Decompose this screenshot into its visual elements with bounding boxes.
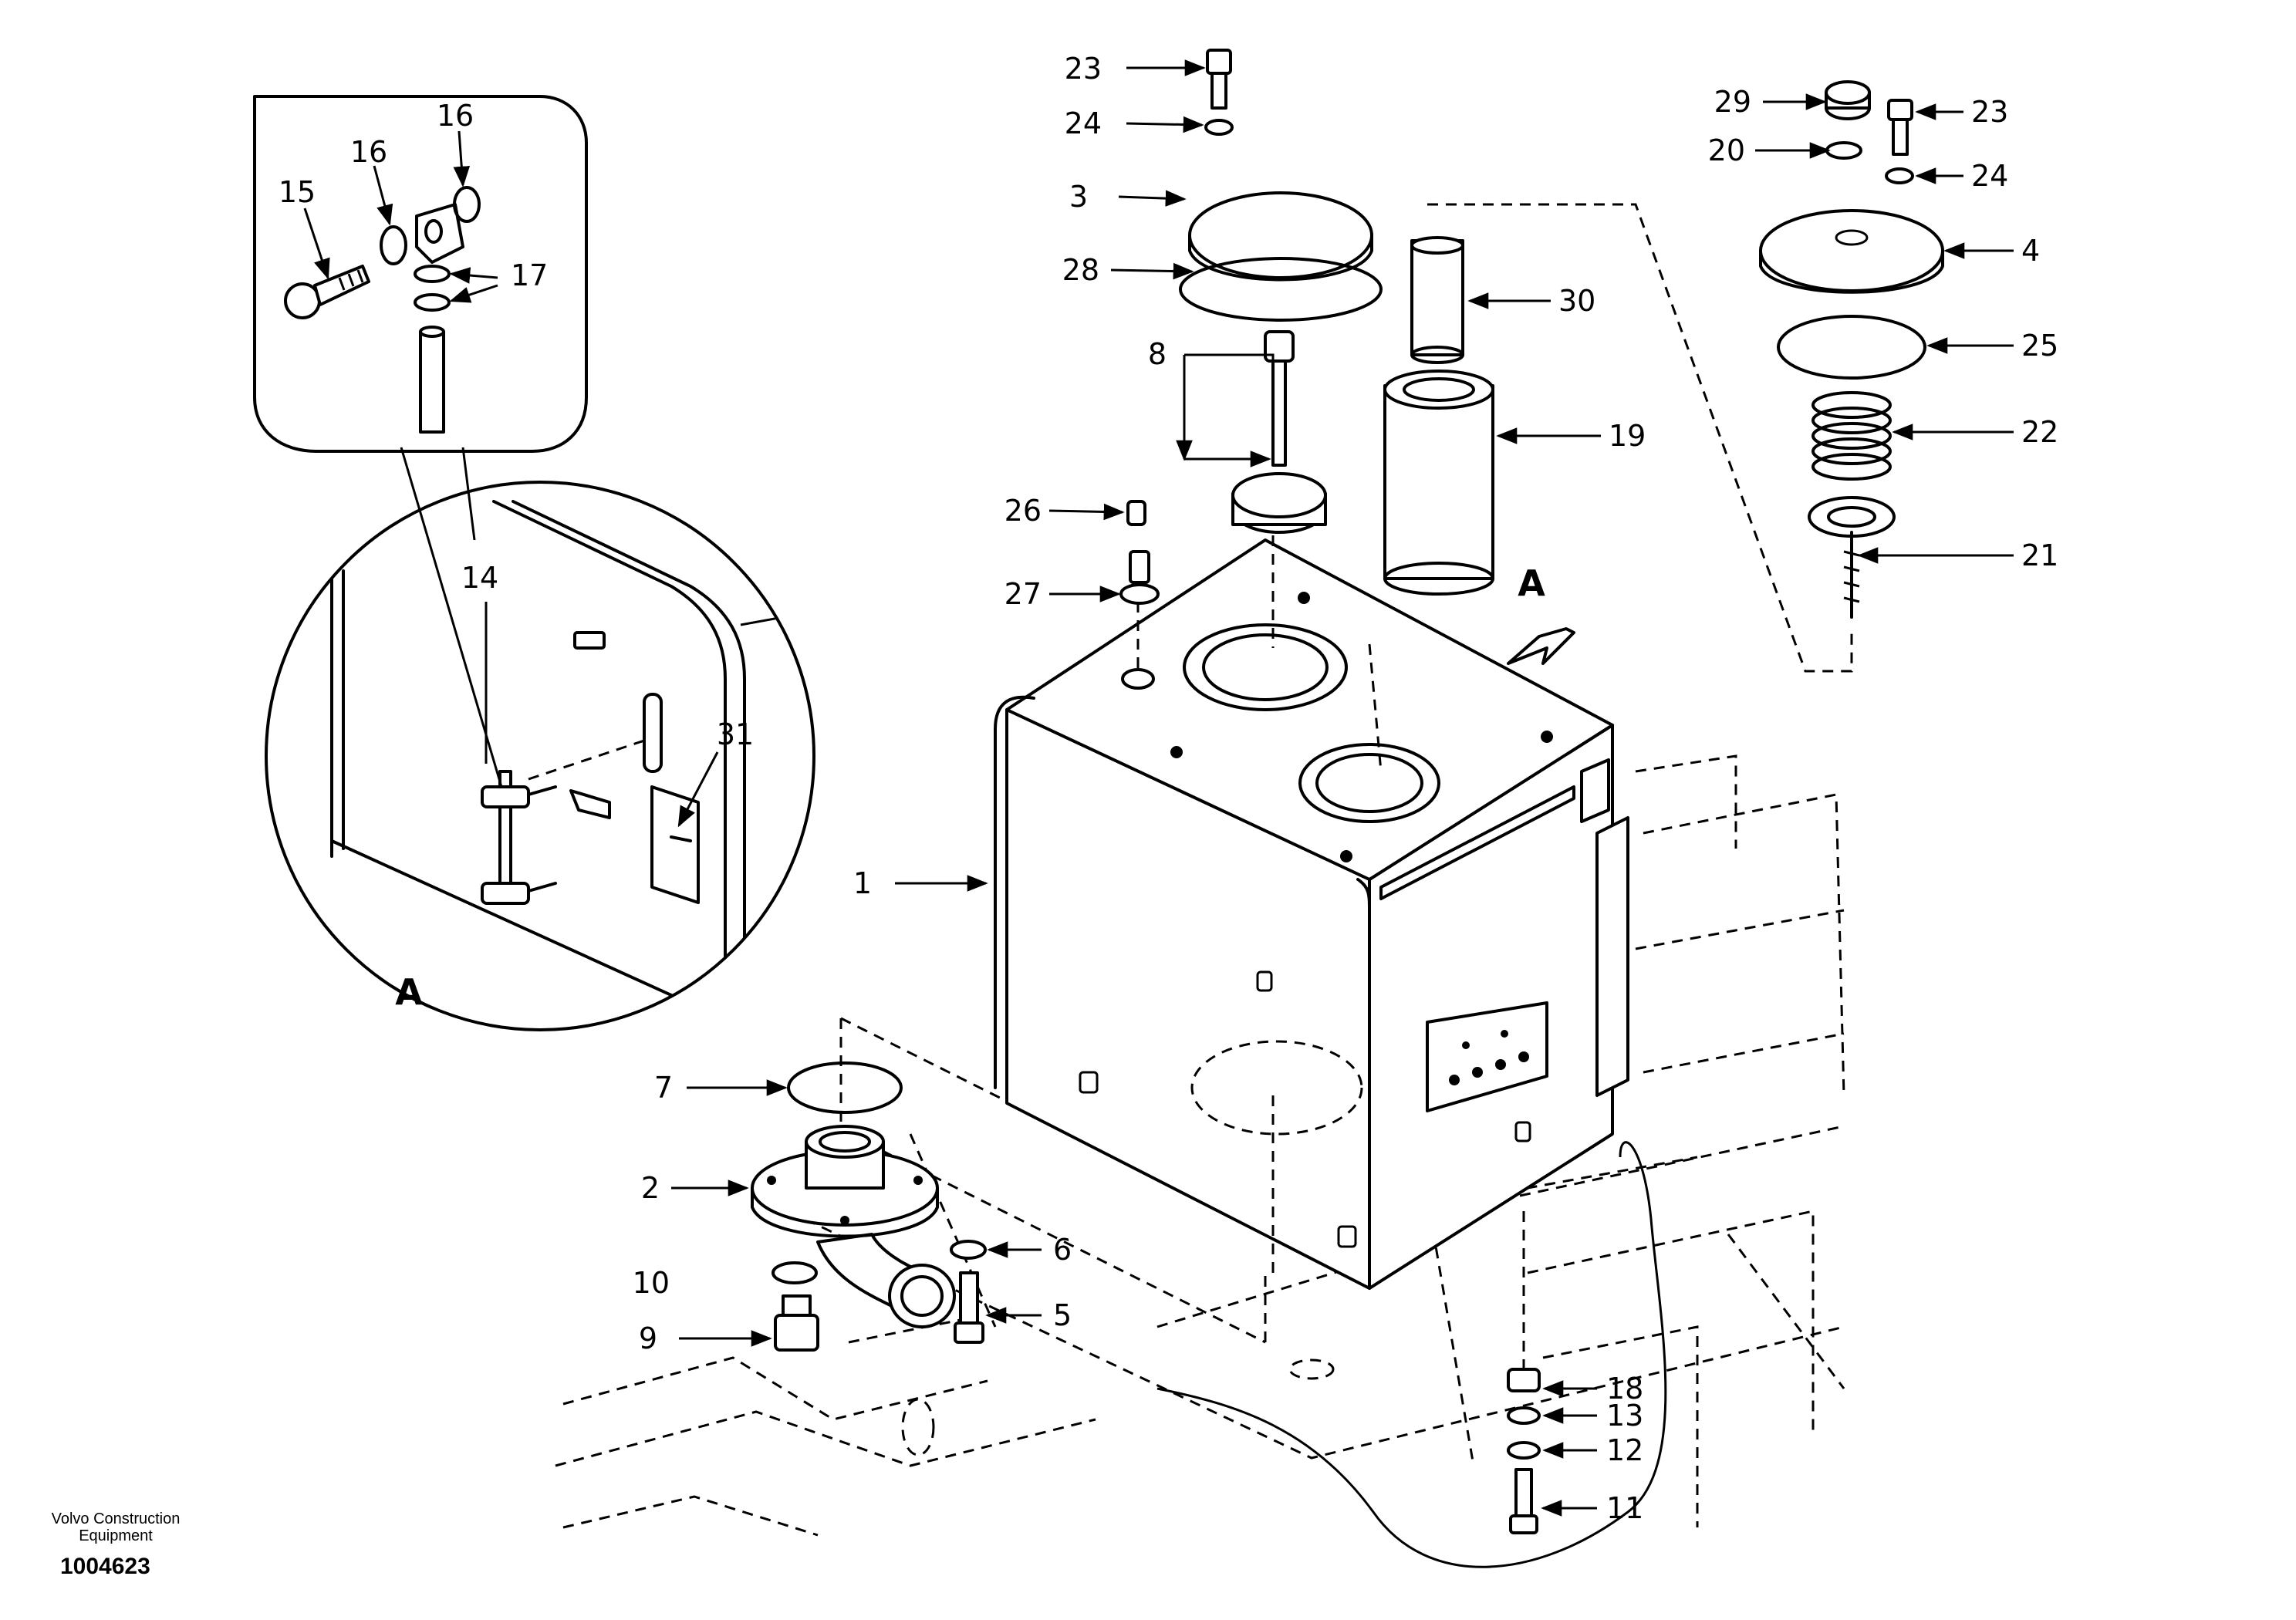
label-part-13: 13 (1606, 1399, 1643, 1433)
label-part-25: 25 (2021, 329, 2058, 363)
label-part-26: 26 (1004, 494, 1042, 528)
brand-caption: Volvo Construction Equipment (31, 1510, 201, 1544)
detail-view-A (265, 481, 815, 1031)
o-ring-25 (1777, 315, 1926, 380)
center-line-strainer (1427, 203, 1853, 673)
label-part-16b: 16 (437, 99, 474, 133)
label-part-24b: 24 (1971, 159, 2008, 193)
label-part-1: 1 (853, 866, 872, 900)
cap-29 (1825, 80, 1871, 120)
detail-inset-box (253, 95, 588, 453)
drawing-number: 1004623 (60, 1554, 150, 1579)
label-part-19: 19 (1609, 419, 1646, 453)
washer-24-left (1204, 119, 1234, 136)
label-part-16a: 16 (350, 135, 387, 169)
label-part-23b: 23 (1971, 95, 2008, 129)
o-ring-20 (1825, 141, 1862, 160)
detail-view-label: A (395, 971, 423, 1013)
washer-13 (1507, 1406, 1541, 1425)
label-part-17: 17 (511, 258, 548, 292)
label-part-29: 29 (1714, 85, 1751, 119)
bolt-11 (1509, 1468, 1538, 1534)
filter-cover (1188, 191, 1373, 282)
label-part-9: 9 (639, 1321, 657, 1355)
brand-line-2: Equipment (79, 1527, 153, 1544)
strainer-21 (1808, 496, 1896, 619)
label-part-22: 22 (2021, 415, 2058, 449)
label-part-14: 14 (461, 561, 498, 595)
o-ring-10 (772, 1261, 818, 1284)
view-direction-arrow (1507, 627, 1575, 665)
washer-12 (1507, 1441, 1541, 1460)
suction-pipe-2 (751, 1125, 956, 1328)
spring-22 (1811, 391, 1892, 481)
label-part-31: 31 (717, 717, 754, 751)
label-part-4: 4 (2021, 234, 2040, 268)
label-part-28: 28 (1062, 253, 1099, 287)
callout-arrows (303, 59, 2014, 1517)
filter-element-8 (1231, 330, 1327, 534)
label-part-30: 30 (1558, 284, 1595, 318)
label-part-12: 12 (1606, 1433, 1643, 1467)
return-filter-30 (1410, 236, 1464, 364)
return-filter-19 (1383, 370, 1494, 596)
center-line-return (1368, 643, 1383, 772)
machine-frame-outline (1156, 1141, 1667, 1568)
label-part-5: 5 (1053, 1298, 1072, 1332)
label-part-7: 7 (654, 1071, 673, 1105)
label-part-23a: 23 (1065, 52, 1102, 86)
label-part-8: 8 (1148, 337, 1167, 371)
hydraulic-tank (994, 538, 1629, 1290)
label-part-27: 27 (1004, 577, 1042, 611)
label-part-20: 20 (1708, 133, 1745, 167)
label-part-24a: 24 (1065, 106, 1102, 140)
plug-9 (774, 1294, 819, 1352)
view-arrow-label: A (1518, 562, 1545, 604)
label-part-3: 3 (1069, 180, 1088, 214)
label-part-6: 6 (1053, 1233, 1072, 1267)
o-ring-7 (787, 1061, 903, 1114)
detail-leader-left (400, 447, 503, 788)
label-part-15: 15 (279, 175, 316, 209)
nut-18 (1507, 1368, 1541, 1392)
detail-leader-right (461, 447, 476, 541)
o-ring-28 (1179, 257, 1383, 322)
breather-adapter-27 (1119, 550, 1160, 605)
screw-26 (1126, 500, 1146, 526)
bolt-23-left (1206, 49, 1232, 110)
bolt-5 (954, 1271, 984, 1344)
label-part-2: 2 (641, 1171, 660, 1205)
label-part-10: 10 (633, 1266, 670, 1300)
washer-6 (950, 1240, 987, 1260)
label-part-11: 11 (1606, 1491, 1643, 1525)
brand-line-1: Volvo Construction (51, 1510, 181, 1527)
washer-24-right (1885, 167, 1914, 184)
bolt-23-right (1887, 99, 1913, 156)
label-part-18: 18 (1606, 1372, 1643, 1406)
strainer-cover-4 (1759, 209, 1944, 294)
label-part-21: 21 (2021, 538, 2058, 572)
